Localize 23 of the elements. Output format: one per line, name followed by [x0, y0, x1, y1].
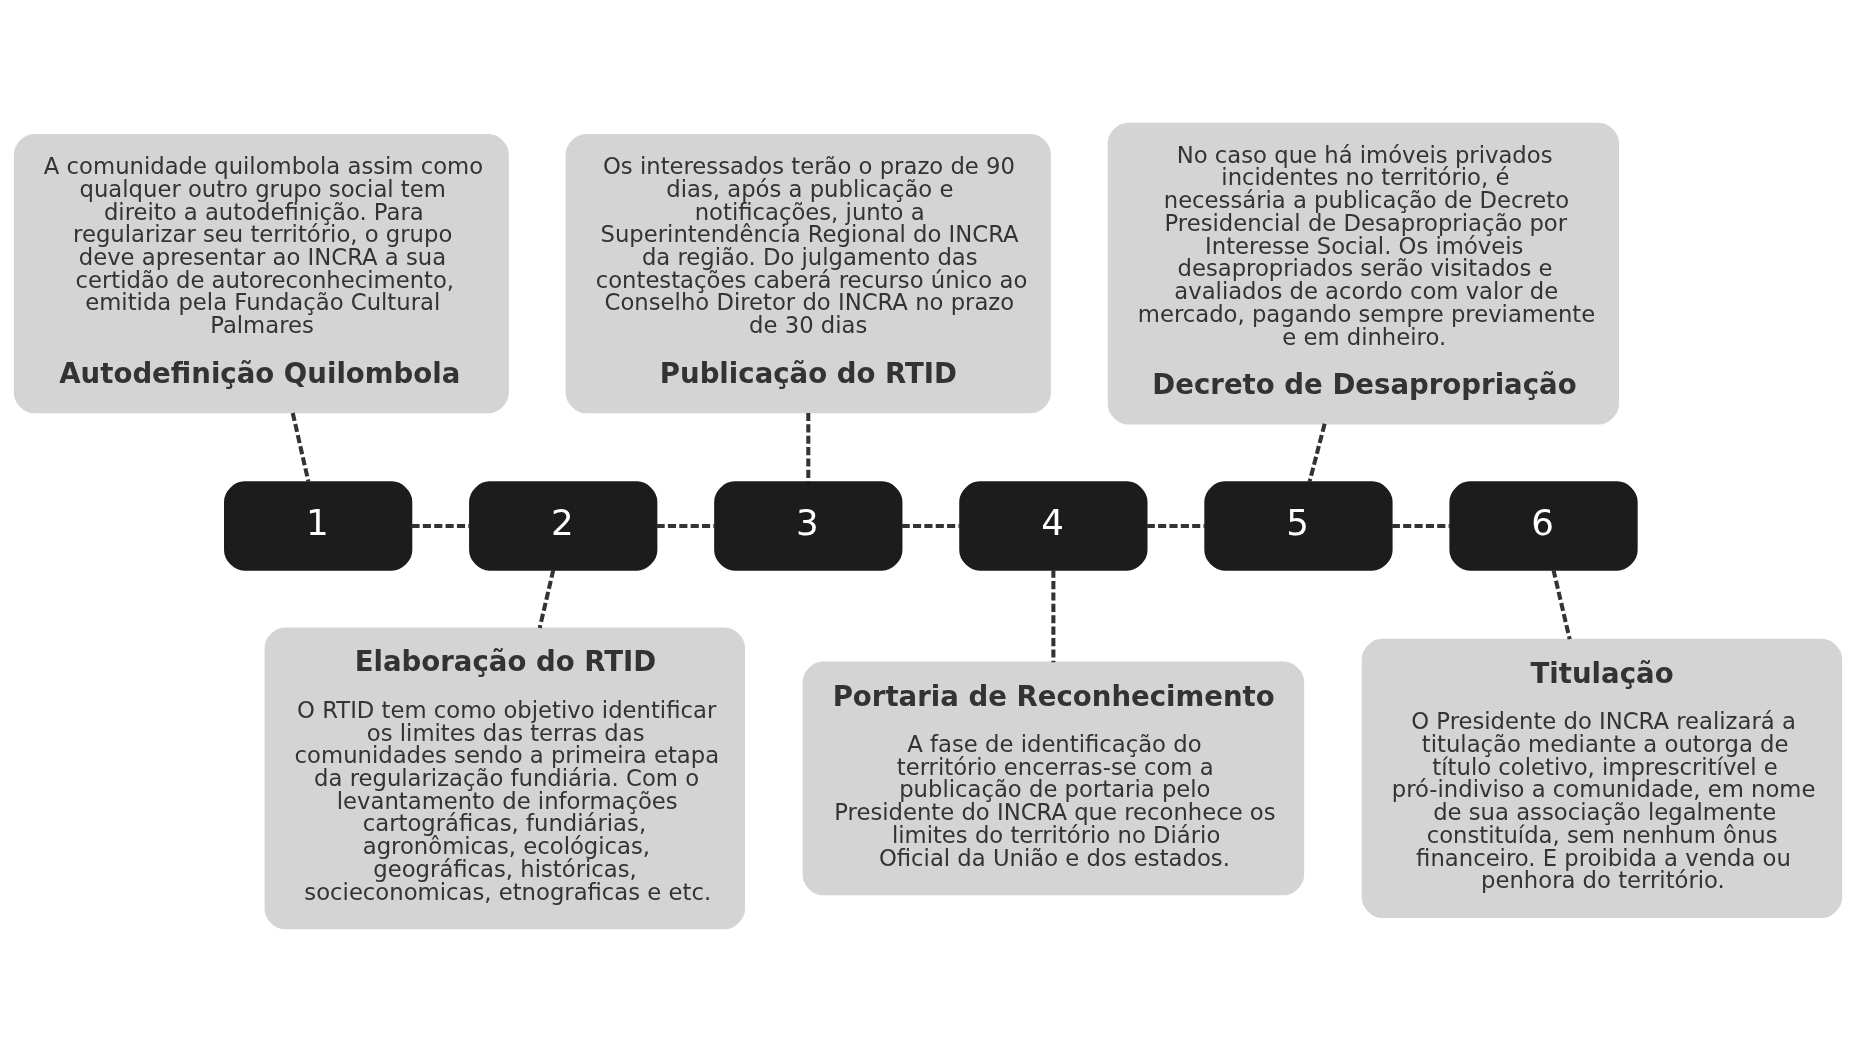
node-box: No caso que há imóveis privados incidentes no território, é necessária a publicação de Decreto Presidencial de Desapropriação por Interesse Social. Os imóveis desapropriados serão visitados e avaliados de acordo com valor de mercado, pagando sempre previamente e em dinheiro. Decreto de Desapropriação: [1107, 122, 1619, 425]
node-box: 2: [469, 481, 658, 571]
connector: [411, 523, 470, 529]
node-box: Elaboração do RTID O RTID tem como objetivo identificar os limites das terras das comunidades sendo a primeira etapa da regularização fundiária. Com o levantamento de informações cartográficas, fundiárias, agronômicas, ecológicas, geográficas, históricas, socieconomicas, etnograficas e etc.: [264, 627, 745, 930]
connector: [901, 523, 960, 529]
node-box: Os interessados terão o prazo de 90 dias, após a publicação e notificações, junto a Superintendência Regional do INCRA da região. Do julgamento das contestações caberá recurso único ao Conselho Diretor do INCRA no prazo de 30 dias Publicação do RTID: [565, 134, 1051, 414]
node-box: 5: [1204, 481, 1393, 571]
connector: [1391, 523, 1450, 529]
connector: [1307, 423, 1327, 483]
connector: [1146, 523, 1205, 529]
connector: [290, 412, 311, 483]
connector: [1051, 569, 1056, 663]
connector: [1551, 569, 1572, 640]
connector: [656, 523, 715, 529]
node-box: Titulação O Presidente do INCRA realizará a titulação mediante a outorga de título coletivo, imprescritível e pró-indiviso a comunidade, em nome de sua associação legalmente constituída, sem nenhum ônus financeiro. E proibida a venda ou penhora do território.: [1361, 638, 1843, 918]
node-box: 4: [959, 481, 1148, 571]
node-box: 1: [224, 481, 413, 571]
node-box: 3: [714, 481, 903, 571]
node-box: A comunidade quilombola assim como qualquer outro grupo social tem direito a autodefinição. Para regularizar seu território, o grupo deve apresentar ao INCRA a sua certidão de autoreconhecimento, emitida pela Fundação Cultural Palmares Autodefinição Quilombola: [13, 134, 509, 414]
connector: [537, 569, 556, 629]
node-box: 6: [1449, 481, 1638, 571]
node-box: Portaria de Reconhecimento A fase de identificação do território encerras-se com a publicação de portaria pelo Presidente do INCRA que reconhece os limites do território no Diário Oficial da União e dos estados.: [802, 661, 1305, 896]
connector: [806, 412, 811, 482]
